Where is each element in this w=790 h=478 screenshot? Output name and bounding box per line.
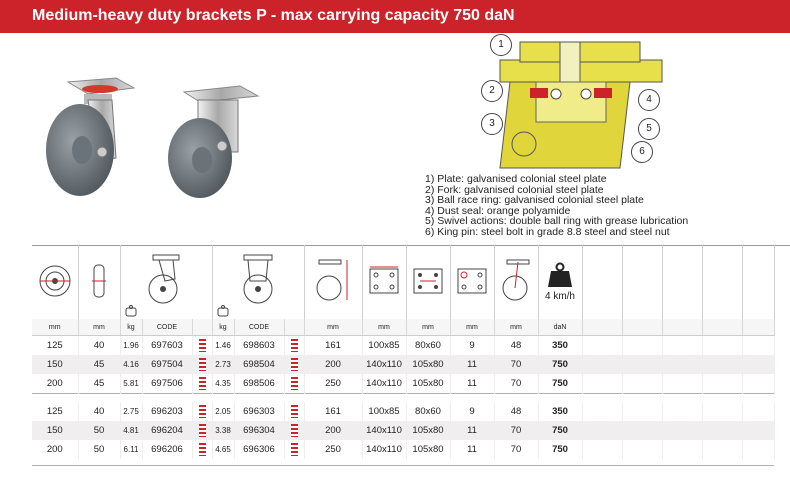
page-title: Medium-heavy duty brackets P - max carry… — [32, 7, 515, 24]
unit-label: kg — [120, 319, 143, 336]
brake-symbol — [290, 377, 298, 390]
unit-label: mm — [304, 319, 363, 336]
brake-symbol — [290, 358, 298, 371]
diagram-label-1: 1 — [490, 34, 512, 56]
legend-item: 5) Swivel actions: double ball ring with… — [425, 215, 689, 228]
weight-icon — [217, 305, 228, 317]
legend-item: 2) Fork: galvanised colonial steel plate — [425, 183, 604, 196]
brake-symbol — [198, 339, 206, 352]
unit-label: mm — [32, 319, 79, 336]
speed-label: 4 km/h — [544, 291, 575, 302]
offset-icon — [494, 245, 539, 319]
unit-label: mm — [362, 319, 407, 336]
unit-label: daN — [538, 319, 583, 336]
bolt-hole-icon — [450, 245, 495, 319]
unit-label: mm — [78, 319, 121, 336]
brake-symbol — [290, 424, 298, 437]
diagram-label-6: 6 — [631, 141, 653, 163]
diagram-label-5: 5 — [638, 118, 660, 140]
unit-label: CODE — [142, 319, 193, 336]
weight-icon — [125, 305, 136, 317]
wheel-width-icon — [78, 245, 121, 319]
brake-symbol — [198, 358, 206, 371]
brake-symbol — [290, 339, 298, 352]
title-bar: Medium-heavy duty brackets P - max carry… — [0, 0, 790, 33]
legend-item: 1) Plate: galvanised colonial steel plat… — [425, 173, 607, 185]
swivel-castor-icon — [120, 245, 213, 319]
diagram-label-4: 4 — [638, 89, 660, 111]
brake-symbol — [198, 424, 206, 437]
diagram-label-3: 3 — [481, 113, 503, 135]
unit-label: mm — [494, 319, 539, 336]
brake-symbol — [290, 443, 298, 456]
legend-item: 4) Dust seal: orange polyamide — [425, 204, 571, 217]
swivel-castor-photo — [46, 77, 136, 196]
wheel-diameter-icon — [32, 245, 79, 319]
legend-item: 6) King pin: steel bolt in grade 8.8 ste… — [425, 225, 670, 238]
brake-symbol — [198, 443, 206, 456]
brake-symbol — [198, 377, 206, 390]
brake-symbol — [198, 405, 206, 418]
load-capacity-icon: 4 km/h — [538, 245, 583, 319]
fixed-castor-photo — [168, 85, 260, 198]
legend-item: 3) Ball race ring: galvanised colonial s… — [425, 194, 644, 207]
spec-table: 4 km/h mm mm kg CODE kg CODE mm mm mm mm… — [32, 245, 775, 466]
diagram-label-2: 2 — [481, 80, 503, 102]
unit-label: mm — [450, 319, 495, 336]
unit-label: mm — [406, 319, 451, 336]
cross-section-diagram — [499, 41, 663, 169]
component-legend: 1) Plate: galvanised colonial steel plat… — [425, 174, 688, 238]
plate-size-icon — [362, 245, 407, 319]
overall-height-icon — [304, 245, 363, 319]
unit-label: CODE — [234, 319, 285, 336]
brake-symbol — [290, 405, 298, 418]
fixed-castor-icon — [212, 245, 305, 319]
hole-spacing-icon — [406, 245, 451, 319]
unit-label: kg — [212, 319, 235, 336]
